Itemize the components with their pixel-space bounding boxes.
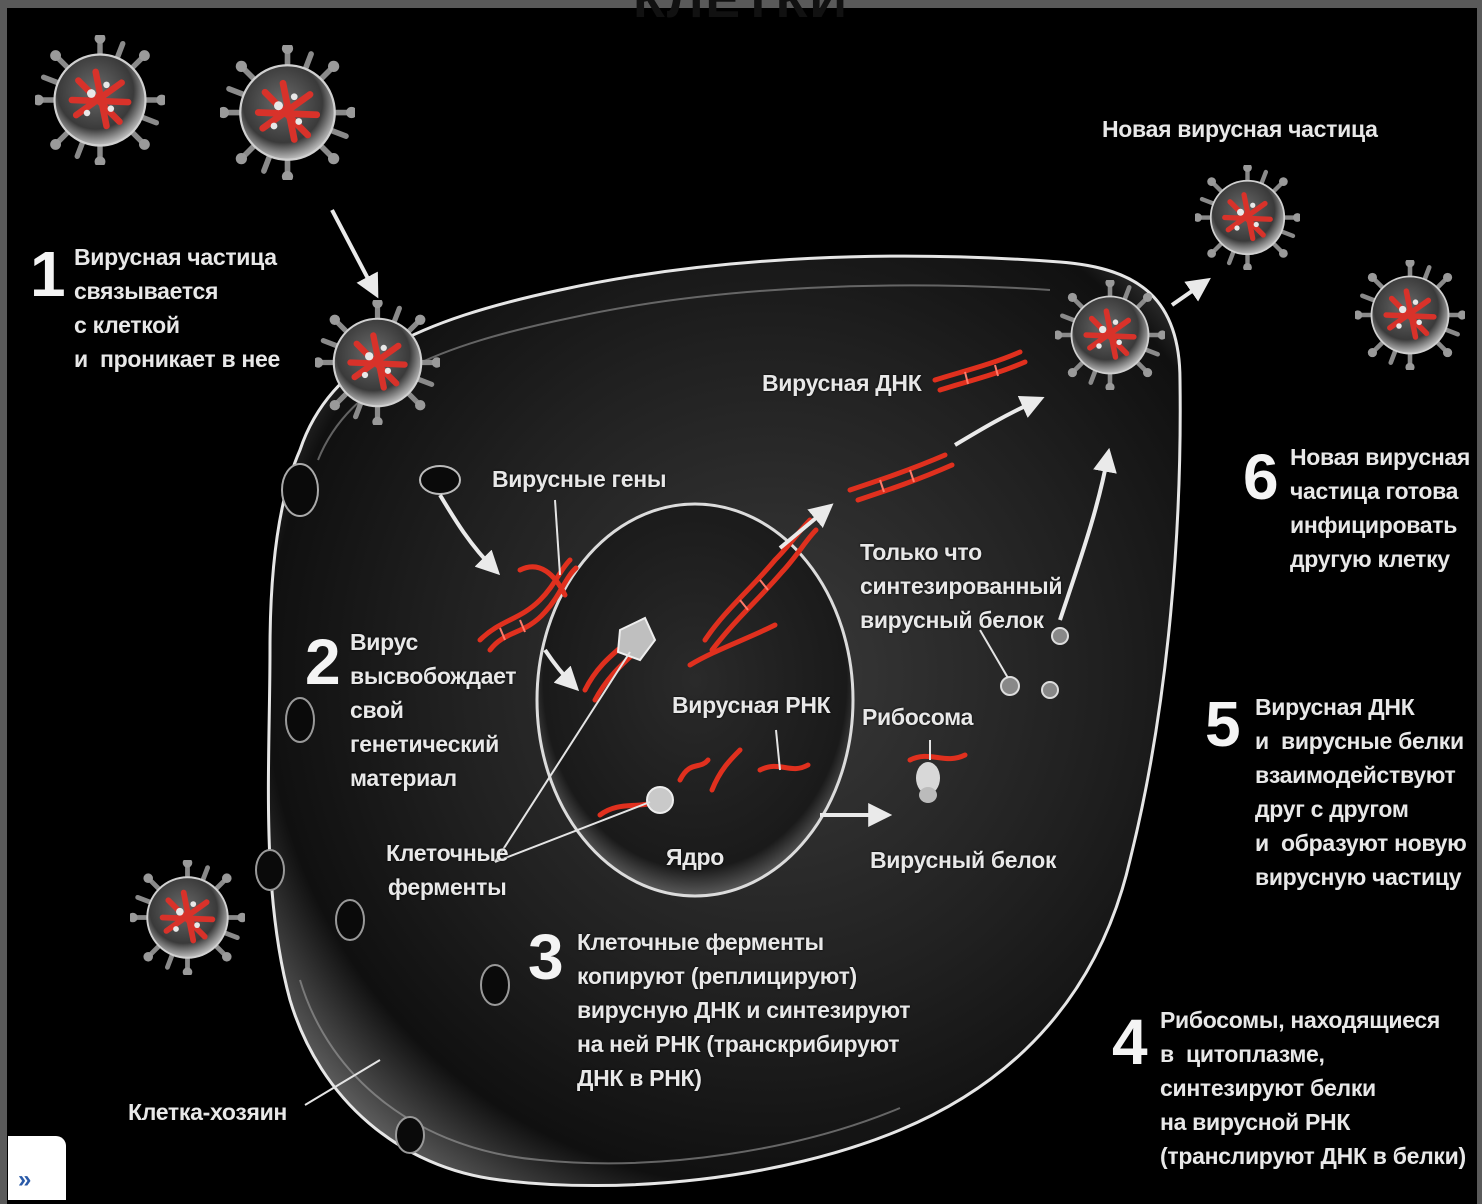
cell-enzymes-label: Клеточные ферменты [386,836,508,904]
viral-protein-label: Вирусный белок [870,843,1056,877]
step-6-text: Новая вирусная частица готова инфицирова… [1290,440,1470,576]
viral-dna-label: Вирусная ДНК [762,366,921,400]
new-particle-label: Новая вирусная частица [1102,112,1378,146]
step-number-2: 2 [305,630,341,694]
step-4-text: Рибосомы, находящиеся в цитоплазме, синт… [1160,1003,1466,1173]
virus-particle-icon [1053,278,1167,392]
ribosome-icon [916,762,940,803]
virus-particle-icon [1353,258,1467,372]
ribosome-label: Рибосома [862,700,973,734]
virus-particle-icon [128,858,247,977]
step-3-text: Клеточные ферменты копируют (реплицируют… [577,925,910,1095]
step-number-3: 3 [528,925,564,989]
new-protein-label: Только что синтезированный вирусный бело… [860,535,1062,637]
step-2-text: Вирус высвобождает свой генетический мат… [350,625,516,795]
step-number-6: 6 [1243,445,1279,509]
step-number-4: 4 [1112,1010,1148,1074]
virus-particle-icon [313,298,442,427]
nucleus-label: Ядро [666,840,724,874]
slide-navigation-icon[interactable]: » [8,1136,66,1200]
page-title: КЛЕТКИ [0,0,1482,30]
virus-particle-icon [1193,163,1302,272]
step-number-5: 5 [1205,692,1241,756]
virus-particle-icon [218,43,358,183]
step-5-text: Вирусная ДНК и вирусные белки взаимодейс… [1255,690,1467,894]
viral-rna-label: Вирусная РНК [672,688,830,722]
step-1-text: Вирусная частица связывается с клеткой и… [74,240,280,376]
viral-genes-label: Вирусные гены [492,462,666,496]
virus-particle-icon [33,33,167,167]
cell-enzyme-sphere [647,787,673,813]
step-number-1: 1 [30,242,66,306]
host-cell-label: Клетка-хозяин [128,1095,287,1129]
